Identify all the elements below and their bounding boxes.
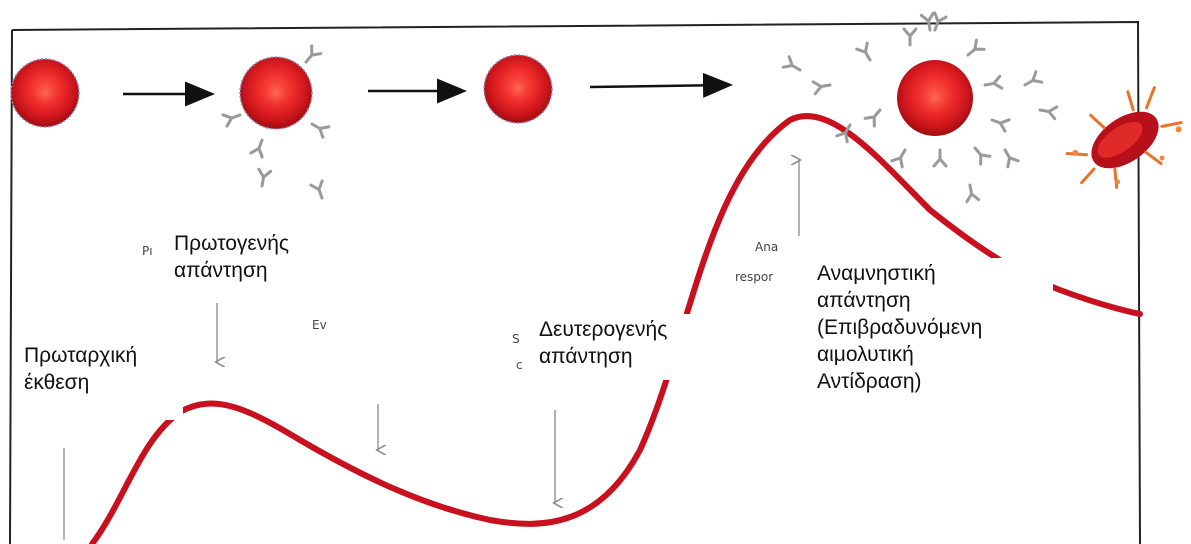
red-blood-cell-icon <box>240 57 312 129</box>
secondary-response-label: Δευτερογενής απάντηση <box>535 314 693 380</box>
primary-response-label: Πρωτογενής απάντηση <box>170 228 293 286</box>
partial-label-p: Pı <box>142 244 153 258</box>
red-blood-cell-icon <box>897 60 973 136</box>
red-blood-cell-icon <box>484 55 552 123</box>
partial-label-c: c <box>516 358 523 372</box>
partial-label-respor: respor <box>735 270 773 284</box>
partial-label-ana: Ana <box>755 240 778 254</box>
primary-exposure-label: Πρωταρχική έκθεση <box>20 340 183 420</box>
lysed-cell-icon <box>1053 75 1191 207</box>
right-arrow-icon <box>590 85 728 87</box>
red-blood-cell-icon <box>11 59 79 127</box>
anamnestic-response-label: Αναμνηστική απάντηση (Επιβραδυνόμενη αιμ… <box>813 258 1053 428</box>
partial-label-s: S <box>512 332 520 346</box>
partial-label-ev: Ev <box>312 318 327 332</box>
